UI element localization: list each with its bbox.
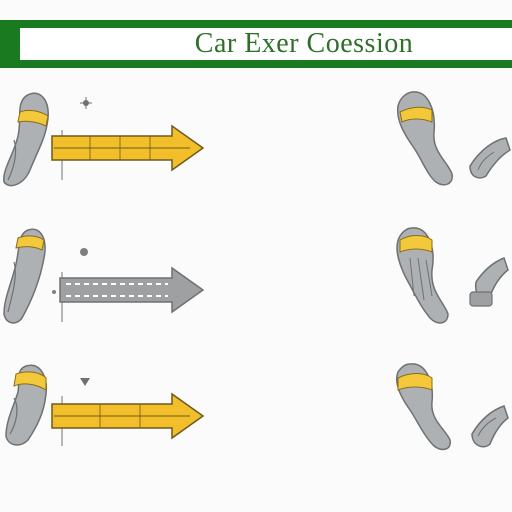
sole-icon [396,363,451,451]
row-1 [3,91,511,187]
page-title: Car Exer Coession [194,28,414,59]
row-2 [3,227,509,324]
foot-icon [471,405,509,448]
arrow-right-icon [51,392,205,440]
row-3 [5,363,509,451]
foot-icon [3,92,49,187]
foot-icon [5,364,48,446]
arrow-right-icon [51,124,205,172]
sole-icon [396,91,453,186]
foot-icon [469,137,511,179]
foot-icon [469,257,509,307]
foot-icon [3,228,46,324]
header-panel: Car Exer Coession [20,28,512,60]
arrow-right-icon [59,266,205,314]
sole-icon [396,227,449,324]
header-bar: Car Exer Coession [0,20,512,68]
